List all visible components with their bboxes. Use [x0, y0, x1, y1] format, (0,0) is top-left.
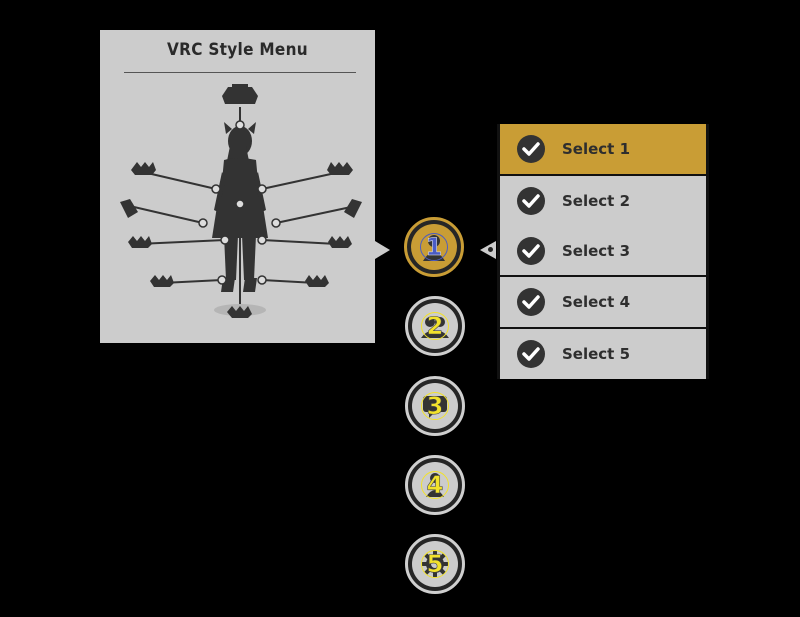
check-icon — [517, 237, 545, 265]
divider — [497, 174, 709, 176]
select-item-3[interactable]: Select 3 — [497, 226, 709, 276]
check-icon — [517, 187, 545, 215]
menu-button-2[interactable]: 2 — [405, 296, 465, 356]
select-item-2[interactable]: Select 2 — [497, 176, 709, 226]
divider — [497, 275, 709, 277]
select-item-4[interactable]: Select 4 — [497, 277, 709, 327]
list-pointer-dot — [488, 247, 493, 252]
head-slot-icon — [222, 84, 258, 104]
menu-button-3[interactable]: 3 — [405, 376, 465, 436]
panel-title: VRC Style Menu — [167, 40, 308, 60]
avatar-panel: VRC Style Menu — [100, 30, 375, 343]
select-list: Select 1 Select 2 Select 3 Select 4 Sele… — [497, 124, 709, 379]
avatar-figure — [120, 84, 362, 318]
select-item-label: Select 2 — [562, 192, 631, 210]
menu-button-4[interactable]: 4 — [405, 455, 465, 515]
panel-pointer — [375, 241, 390, 259]
select-item-label: Select 5 — [562, 345, 631, 363]
title-divider — [124, 72, 356, 73]
menu-button-1[interactable]: 1 — [404, 217, 464, 277]
select-item-1[interactable]: Select 1 — [497, 124, 709, 174]
select-item-label: Select 1 — [562, 140, 631, 158]
select-item-label: Select 4 — [562, 293, 631, 311]
select-item-label: Select 3 — [562, 242, 631, 260]
select-item-5[interactable]: Select 5 — [497, 329, 709, 379]
check-icon — [517, 135, 545, 163]
menu-button-5[interactable]: 5 — [405, 534, 465, 594]
check-icon — [517, 288, 545, 316]
divider — [497, 327, 709, 329]
check-icon — [517, 340, 545, 368]
